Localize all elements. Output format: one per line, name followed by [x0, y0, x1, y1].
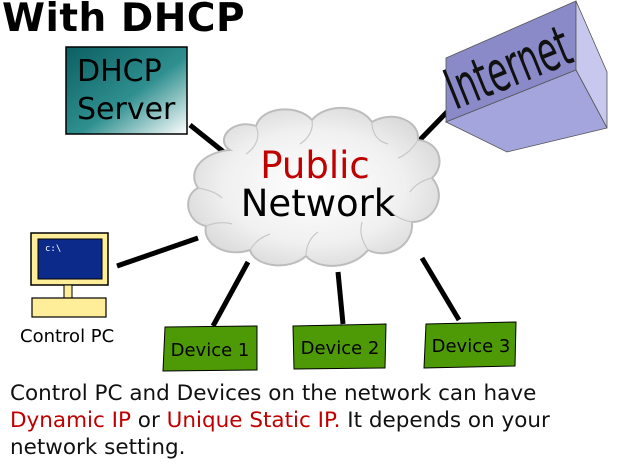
device-label: Device 2 — [301, 338, 380, 359]
static-ip-text: Unique Static IP. — [166, 408, 341, 433]
caption-line-3: network setting. — [10, 435, 186, 460]
cloud-label-network: Network — [241, 182, 396, 225]
device-label: Device 1 — [171, 340, 250, 361]
device-1: Device 1 — [162, 325, 258, 372]
or-text: or — [130, 408, 167, 433]
pc-screen — [37, 238, 103, 280]
dhcp-label-line2: Server — [77, 92, 176, 127]
link-device2-cloud — [335, 271, 346, 325]
internet-box: Internet — [435, 0, 608, 153]
device-2: Device 2 — [292, 323, 387, 370]
description-caption: Control PC and Devices on the network ca… — [10, 380, 620, 461]
caption-rest-text: It depends on your — [340, 408, 550, 433]
public-network-cloud: Public Network — [187, 106, 441, 267]
cloud-label-public: Public — [260, 144, 370, 187]
device-3: Device 3 — [423, 321, 517, 369]
caption-line-2: Dynamic IP or Unique Static IP. It depen… — [10, 407, 620, 434]
link-device3-cloud — [419, 256, 462, 322]
control-pc: c:\ Control PC — [20, 232, 114, 347]
link-pc-cloud — [116, 235, 199, 269]
device-label: Device 3 — [432, 336, 511, 357]
pc-base — [31, 297, 107, 318]
pc-stand — [63, 284, 73, 299]
pc-screen-text: c:\ — [45, 244, 61, 254]
caption-line-1: Control PC and Devices on the network ca… — [10, 381, 537, 406]
control-pc-label: Control PC — [20, 326, 114, 347]
page-title: With DHCP — [2, 0, 246, 41]
dynamic-ip-text: Dynamic IP — [10, 408, 131, 433]
connection-lines — [116, 110, 462, 328]
dhcp-server: DHCP Server — [65, 46, 188, 135]
link-dhcp-cloud — [188, 123, 227, 155]
link-device1-cloud — [210, 260, 251, 328]
dhcp-label-line1: DHCP — [77, 54, 162, 89]
